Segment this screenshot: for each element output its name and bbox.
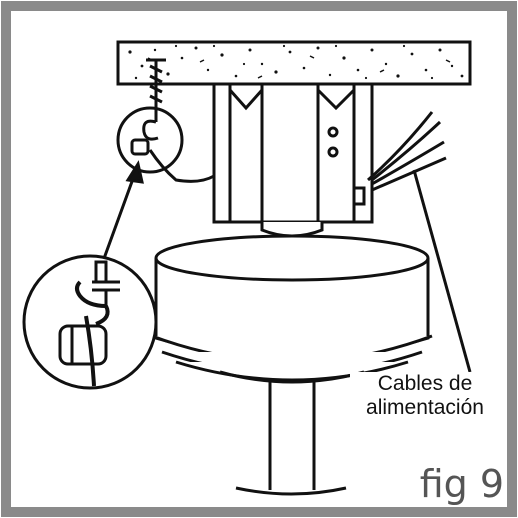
zoom-arrow	[100, 160, 144, 265]
ceiling-slab	[116, 40, 472, 86]
small-detail-circle	[116, 106, 215, 183]
large-detail-circle	[22, 254, 158, 390]
power-cables-label: Cables de alimentación	[350, 372, 500, 420]
lower-downrod	[219, 370, 365, 496]
fan-motor-housing	[151, 234, 433, 382]
mounting-bracket	[212, 82, 374, 224]
power-cables	[367, 111, 447, 192]
ceiling-hook	[146, 58, 166, 110]
figure-number-label: fig 9	[417, 462, 506, 506]
downrod-collar	[260, 222, 324, 238]
cable-leader-line	[412, 169, 472, 373]
